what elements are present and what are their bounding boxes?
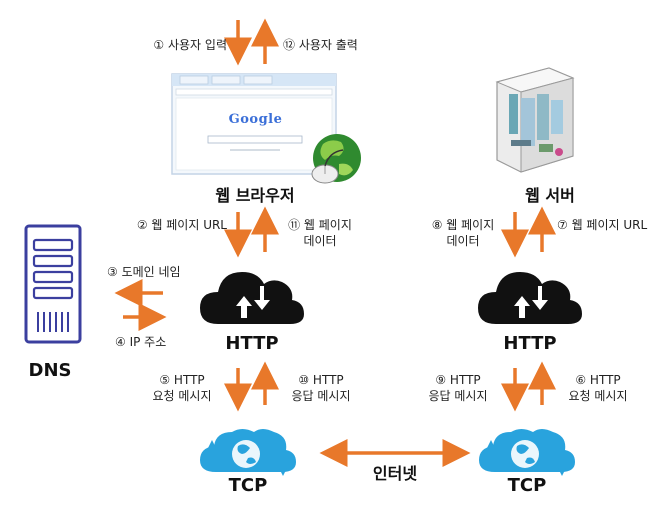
step-4-label: ④ IP 주소	[115, 335, 167, 349]
internet-label: 인터넷	[372, 464, 418, 483]
step-1-label: ① 사용자 입력	[153, 38, 227, 52]
step-7-label: ⑦ 웹 페이지 URL	[557, 218, 648, 232]
step-5-label-line2: 요청 메시지	[152, 389, 212, 403]
web-server-icon	[495, 67, 575, 173]
dns-label: DNS	[28, 360, 72, 381]
step-10-label-line2: 응답 메시지	[291, 389, 351, 403]
step-6-label-line1: ⑥ HTTP	[575, 373, 621, 387]
google-logo: Google	[228, 112, 283, 127]
step-5-label-line1: ⑤ HTTP	[159, 373, 205, 387]
step-9-label-line1: ⑨ HTTP	[435, 373, 481, 387]
step-9-label-line2: 응답 메시지	[428, 389, 488, 403]
step-8-label-line2: 데이터	[446, 234, 480, 248]
step-2-label: ② 웹 페이지 URL	[136, 218, 227, 232]
http-cloud-right-icon	[478, 272, 582, 324]
tcp-cloud-right-icon	[479, 429, 575, 476]
http-left-label: HTTP	[225, 333, 279, 354]
step-11-label-line1: ⑪ 웹 페이지	[288, 218, 352, 232]
dns-server-icon	[24, 224, 82, 344]
tcp-cloud-left-icon	[200, 429, 296, 476]
step-8-label-line1: ⑧ 웹 페이지	[431, 218, 495, 232]
browser-window-icon	[171, 73, 337, 175]
step-12-label: ⑫ 사용자 출력	[283, 38, 358, 52]
step-3-label: ③ 도메인 네임	[107, 265, 181, 279]
tcp-right-label: TCP	[507, 475, 547, 496]
globe-mouse-icon	[311, 134, 361, 184]
step-6-label-line2: 요청 메시지	[568, 389, 628, 403]
step-11-label-line2: 데이터	[303, 234, 337, 248]
step-10-label-line1: ⑩ HTTP	[298, 373, 344, 387]
web-server-label: 웹 서버	[525, 186, 575, 205]
web-browser-label: 웹 브라우저	[215, 186, 295, 205]
tcp-left-label: TCP	[228, 475, 268, 496]
http-right-label: HTTP	[503, 333, 557, 354]
http-cloud-left-icon	[200, 272, 304, 324]
